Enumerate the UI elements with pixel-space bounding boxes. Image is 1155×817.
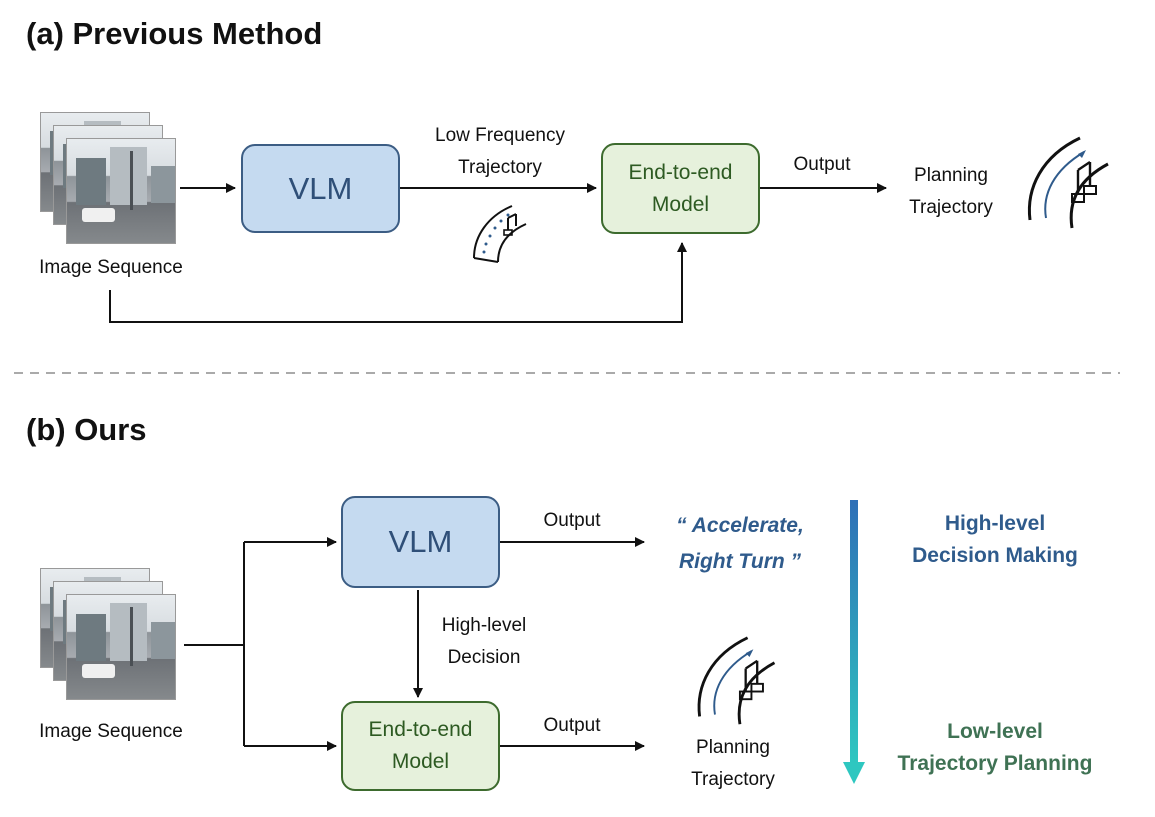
vlm-box-b: VLM bbox=[341, 496, 500, 588]
low-level-trajectory-planning-label: Low-level Trajectory Planning bbox=[897, 720, 1093, 775]
vlm-output-label-b: Output bbox=[543, 510, 601, 531]
level-gradient-arrowhead bbox=[843, 762, 865, 784]
high-level-decision-making-label: High-level Decision Making bbox=[912, 512, 1078, 567]
image-stack-icon bbox=[40, 112, 180, 247]
image-sequence-label-a: Image Sequence bbox=[39, 257, 183, 278]
image-sequence-label-b: Image Sequence bbox=[39, 721, 183, 742]
road-trajectory-icon bbox=[1027, 136, 1109, 229]
section-b-title: (b) Ours bbox=[26, 412, 147, 447]
low-frequency-label: Low Frequency Trajectory bbox=[435, 125, 565, 178]
e2e-model-box-a: End-to-end Model bbox=[601, 143, 760, 234]
arrow-image-feedback-a bbox=[109, 242, 687, 323]
vlm-label-b: VLM bbox=[388, 524, 453, 559]
high-level-decision-label: High-level Decision bbox=[441, 615, 527, 668]
image-stack-icon bbox=[40, 568, 180, 703]
planning-trajectory-label-b: Planning Trajectory bbox=[691, 737, 775, 790]
e2e-output-label-b: Output bbox=[543, 715, 601, 736]
e2e-model-box-b: End-to-end Model bbox=[341, 701, 500, 791]
vlm-box-a: VLM bbox=[241, 144, 400, 233]
vlm-label-a: VLM bbox=[288, 170, 353, 206]
road-trajectory-icon bbox=[473, 205, 527, 263]
section-a-title: (a) Previous Method bbox=[26, 16, 323, 51]
e2e-label-line1-a: End-to-end bbox=[628, 160, 733, 184]
planning-trajectory-label-a: Planning Trajectory bbox=[909, 165, 993, 218]
road-trajectory-icon bbox=[697, 636, 776, 725]
level-gradient-bar bbox=[850, 500, 858, 764]
e2e-label-line2-a: Model bbox=[651, 192, 710, 216]
decision-quote: “ Accelerate, Right Turn ” bbox=[676, 514, 804, 573]
e2e-label-line1-b: End-to-end bbox=[368, 718, 473, 741]
e2e-label-line2-b: Model bbox=[391, 750, 450, 773]
output-label-a: Output bbox=[793, 154, 851, 175]
